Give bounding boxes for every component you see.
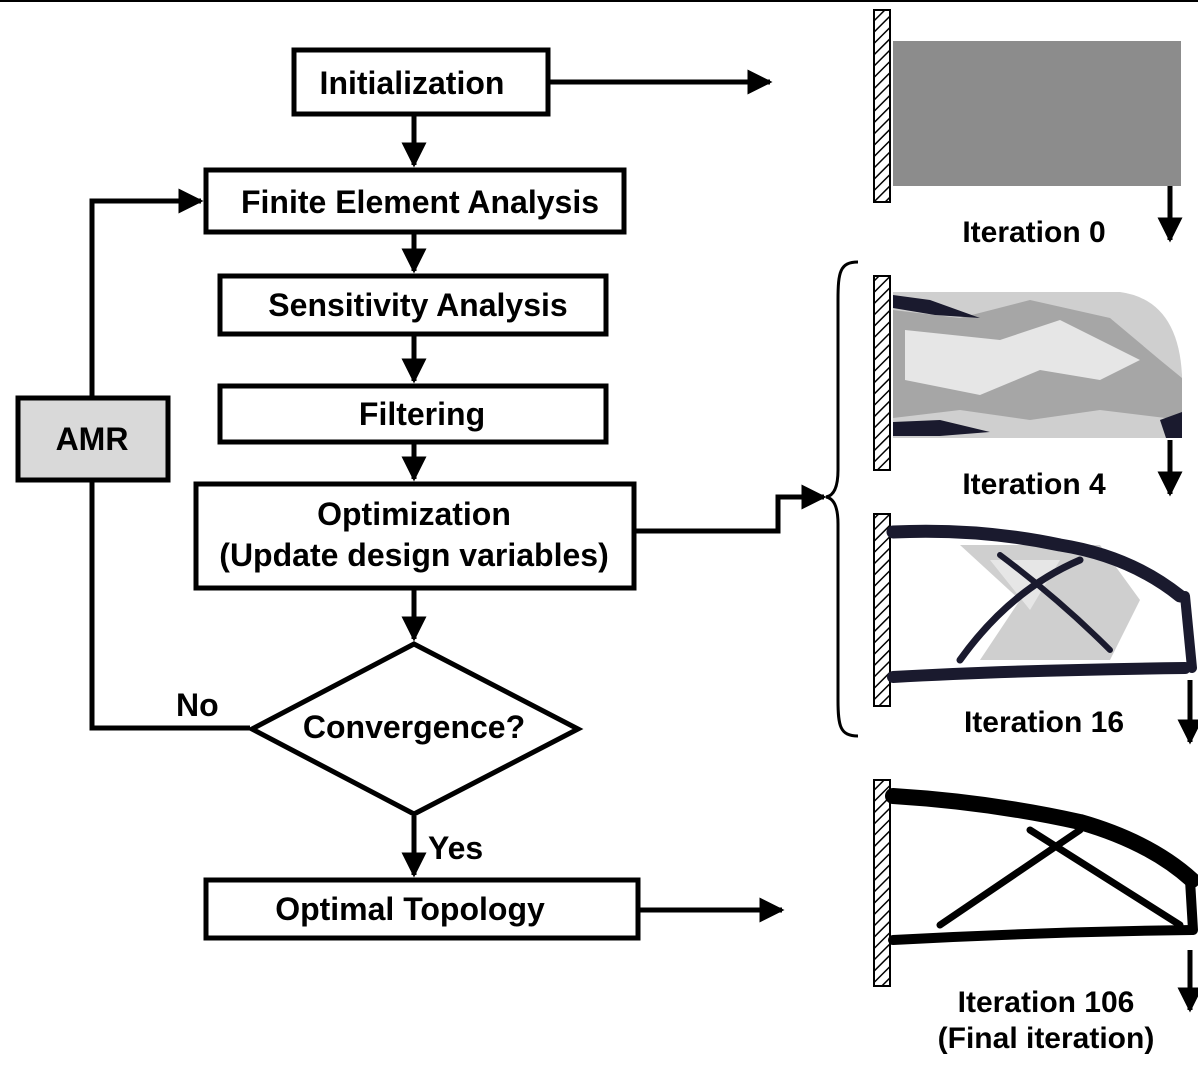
iteration-4-label: Iteration 4 [962,468,1106,501]
fixed-support-hatch [873,513,891,707]
amr-node: AMR [15,395,171,483]
fixed-support-hatch [873,779,891,987]
optimization-node: Optimization (Update design variables) [193,481,637,591]
iteration-4-design [873,275,1182,471]
convergence-label: Convergence? [303,709,525,745]
fixed-support-hatch [873,9,891,203]
filtering-label: Filtering [359,396,485,432]
optimization-label-line1: Optimization [317,496,511,532]
optimal-topology-label: Optimal Topology [275,891,545,927]
optimal-topology-node: Optimal Topology [203,877,641,941]
fixed-support-hatch [873,275,891,471]
iteration-106-label-line1: Iteration 106 [958,986,1135,1019]
output-arrows [550,69,827,923]
iteration-16-design [873,513,1197,707]
iteration-0-label: Iteration 0 [962,216,1105,249]
filtering-node: Filtering [217,383,609,445]
iteration-0-design [873,9,1181,203]
fea-label: Finite Element Analysis [241,184,599,220]
initialization-node: Initialization [291,47,551,117]
iteration-106-design [873,779,1198,987]
amr-label: AMR [56,421,129,457]
iteration-brace [825,260,859,738]
yes-label: Yes [428,830,483,866]
initialization-label: Initialization [320,65,505,101]
iteration-16-label: Iteration 16 [964,706,1124,739]
arrow-optimization-to-iterations [636,484,827,534]
no-branch-line [89,482,250,731]
iteration-106-label-line2: (Final iteration) [938,1022,1155,1055]
amr-loop [89,188,250,731]
no-label: No [176,687,219,723]
fea-node: Finite Element Analysis [203,167,627,235]
initial-design-domain [893,41,1181,186]
amr-to-fea-arrow [89,188,204,396]
convergence-decision: Convergence? [246,641,584,817]
sensitivity-label: Sensitivity Analysis [268,287,567,323]
optimization-label-line2: (Update design variables) [219,537,608,573]
sensitivity-node: Sensitivity Analysis [217,273,609,337]
